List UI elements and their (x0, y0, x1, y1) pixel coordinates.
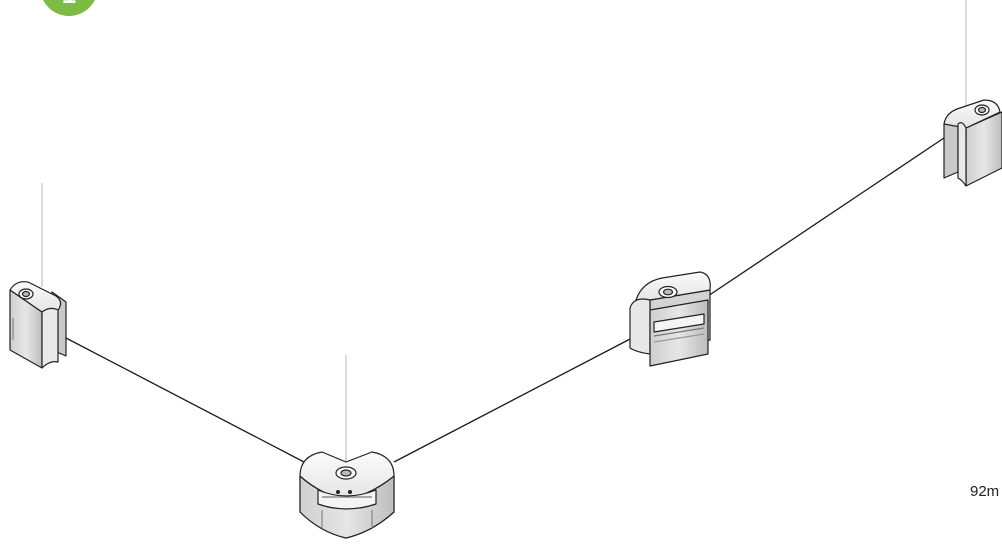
dimension-label: 92m (970, 483, 1000, 500)
step-number-badge: 1 (40, 0, 98, 16)
end-clip-right (943, 99, 1002, 187)
cable-segment-right (707, 137, 945, 297)
cable-segment-left (65, 337, 305, 463)
guide-lines (41, 0, 967, 465)
cable (65, 137, 945, 463)
end-clip-left (9, 281, 67, 369)
corner-unit (299, 451, 395, 539)
cable-segment-middle (393, 337, 633, 463)
middle-connector-unit (629, 271, 711, 367)
